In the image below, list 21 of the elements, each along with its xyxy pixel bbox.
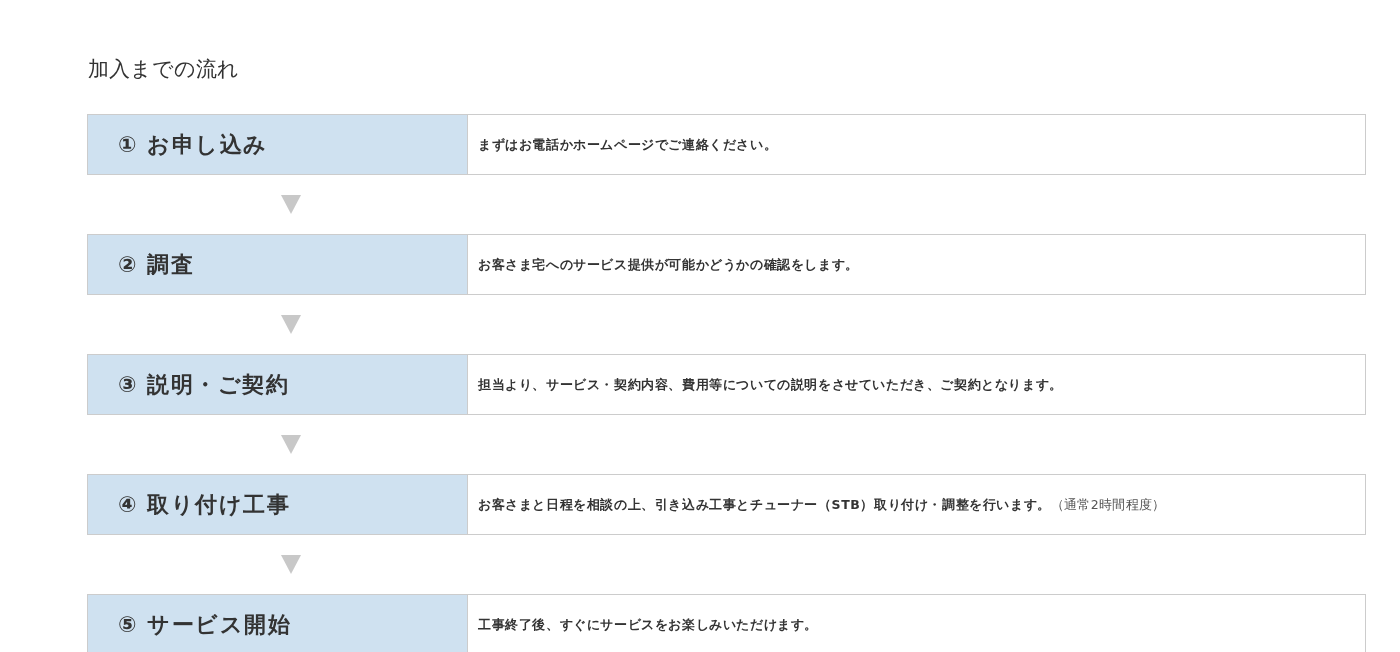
step-box [87,234,1366,295]
step-description: お客さま宅へのサービス提供が可能かどうかの確認をします。 [478,256,859,272]
step-heading: ② 調査 [88,235,468,294]
step-heading: ⑤ サービス開始 [88,595,468,652]
step-box [87,354,1366,415]
step-heading: ③ 説明・ご契約 [88,355,468,414]
step-heading: ④ 取り付け工事 [88,475,468,534]
arrow [281,435,301,454]
step-description: 工事終了後、すぐにサービスをお楽しみいただけます。 [478,616,818,632]
step-box [87,114,1366,175]
title: 加入までの流れ [88,56,239,83]
step-description: 担当より、サービス・契約内容、費用等についての説明をさせていただき、ご契約となります。 [478,376,1063,392]
step-description: お客さまと日程を相談の上、引き込み工事とチューナー（STB）取り付け・調整を行います。 [478,496,1051,512]
duration-note: （通常2時間程度） [1050,496,1166,512]
step-description: まずはお電話かホームページでご連絡ください。 [478,136,778,152]
step-heading: ① お申し込み [88,115,468,174]
step-box [87,474,1366,535]
arrow [281,195,301,214]
arrow [281,315,301,334]
step-box [87,594,1366,652]
arrow [281,555,301,574]
